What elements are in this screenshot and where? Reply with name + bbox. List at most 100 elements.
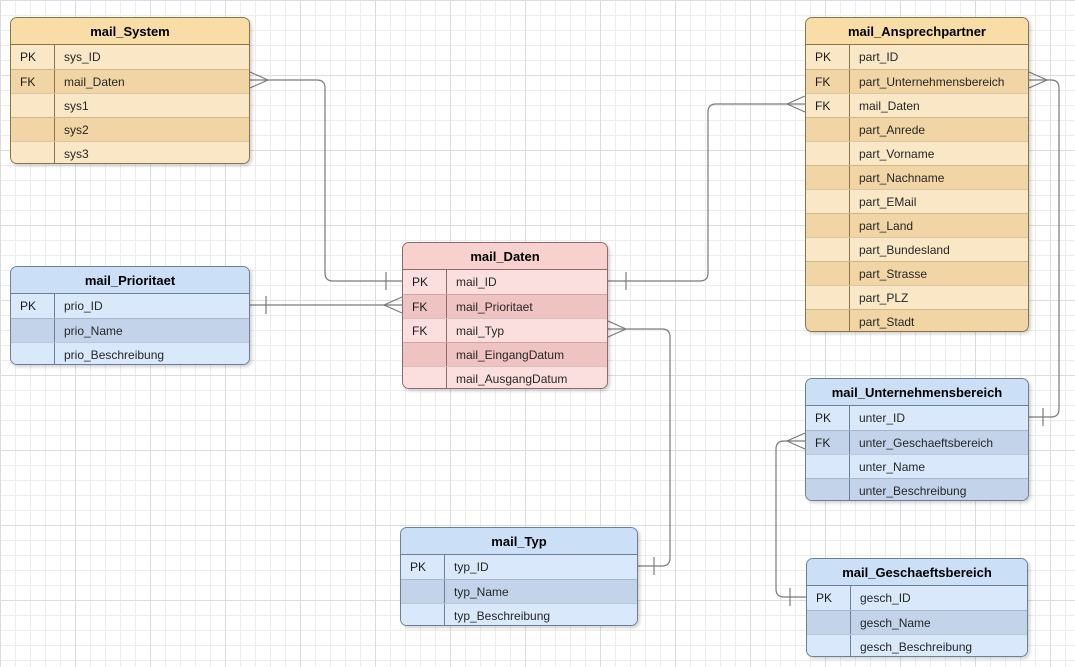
key-cell [806,479,850,500]
key-cell [806,142,850,165]
attribute-row[interactable]: part_EMail [806,189,1028,213]
attribute-row[interactable]: sys1 [11,93,249,117]
connector-line[interactable] [608,103,805,282]
attribute-name: unter_Name [859,460,926,474]
attribute-row[interactable]: part_Land [806,213,1028,237]
key-cell [403,367,447,388]
key-cell [807,611,851,634]
attribute-name: part_Bundesland [859,243,950,257]
connector-line[interactable] [250,79,402,282]
connector-mail_Daten-to-mail_Ansprechpartner[interactable] [608,95,806,290]
key-cell [806,238,850,261]
connector-mail_Prioritaet-to-mail_Daten[interactable] [250,296,403,314]
key-cell [806,166,850,189]
attribute-name: gesch_Beschreibung [860,640,973,654]
attribute-row[interactable]: prio_Name [11,318,249,342]
key-cell [403,343,447,366]
connector-mail_Unternehmensbereich-to-mail_Geschaeftsbereich[interactable] [775,432,806,606]
attribute-name: unter_ID [859,411,906,425]
connector-line[interactable] [608,328,671,567]
attribute-row[interactable]: mail_AusgangDatum [403,366,607,388]
entity-title[interactable]: mail_Daten [403,243,607,270]
attribute-name: part_Vorname [859,147,935,161]
attribute-row[interactable]: part_Bundesland [806,237,1028,261]
attribute-row[interactable]: part_Vorname [806,141,1028,165]
attribute-name: sys_ID [64,50,101,64]
attribute-name: mail_Daten [64,75,125,89]
attribute-row[interactable]: typ_Name [401,579,637,603]
attribute-name: part_Stadt [859,315,915,329]
entity-title[interactable]: mail_Prioritaet [11,267,249,294]
attribute-name: sys3 [64,147,89,161]
key-cell: PK [11,294,55,318]
attribute-row[interactable]: part_Strasse [806,261,1028,285]
key-cell: FK [11,70,55,93]
key-cell [11,343,55,364]
connector-line[interactable] [1029,79,1060,418]
crows-foot-many-icon [1028,71,1048,89]
key-cell [806,455,850,478]
entity-title[interactable]: mail_Geschaeftsbereich [807,559,1027,586]
attribute-row[interactable]: part_Nachname [806,165,1028,189]
key-cell [807,635,851,656]
attribute-row[interactable]: gesch_Beschreibung [807,634,1027,656]
attribute-row[interactable]: part_Anrede [806,117,1028,141]
key-cell: PK [401,555,445,579]
connector-mail_Ansprechpartner-to-mail_Unternehmensbereich[interactable] [1028,71,1060,426]
attribute-row[interactable]: PK sys_ID [11,45,249,69]
attribute-name: sys2 [64,123,89,137]
attribute-name: mail_Prioritaet [456,300,533,314]
key-cell [806,286,850,309]
key-cell: FK [806,431,850,454]
connector-line[interactable] [775,440,806,598]
key-cell [11,94,55,117]
key-cell [11,142,55,163]
entity-title[interactable]: mail_Ansprechpartner [806,18,1028,45]
attribute-row[interactable]: part_PLZ [806,285,1028,309]
entity-title[interactable]: mail_Typ [401,528,637,555]
crows-foot-many-icon [249,71,269,89]
connector-mail_Daten-to-mail_Typ[interactable] [607,320,671,575]
attribute-row[interactable]: part_Stadt [806,309,1028,331]
attribute-row[interactable]: gesch_Name [807,610,1027,634]
attribute-row[interactable]: mail_EingangDatum [403,342,607,366]
attribute-row[interactable]: sys3 [11,141,249,163]
entity-title[interactable]: mail_Unternehmensbereich [806,379,1028,406]
key-cell [806,118,850,141]
attribute-name: part_Strasse [859,267,928,281]
entity-title[interactable]: mail_System [11,18,249,45]
attribute-name: part_Land [859,219,914,233]
key-cell: PK [11,45,55,69]
key-cell: PK [807,586,851,610]
attribute-row[interactable]: FK mail_Daten [11,69,249,93]
key-cell [401,604,445,625]
attribute-row[interactable]: unter_Beschreibung [806,478,1028,500]
attribute-row[interactable]: typ_Beschreibung [401,603,637,625]
connector-mail_System-to-mail_Daten[interactable] [249,71,402,290]
attribute-row[interactable]: sys2 [11,117,249,141]
attribute-name: part_EMail [859,195,917,209]
attribute-name: mail_Typ [456,324,505,338]
attribute-name: typ_Beschreibung [454,609,551,623]
attribute-row[interactable]: prio_Beschreibung [11,342,249,364]
attribute-row[interactable]: unter_Name [806,454,1028,478]
